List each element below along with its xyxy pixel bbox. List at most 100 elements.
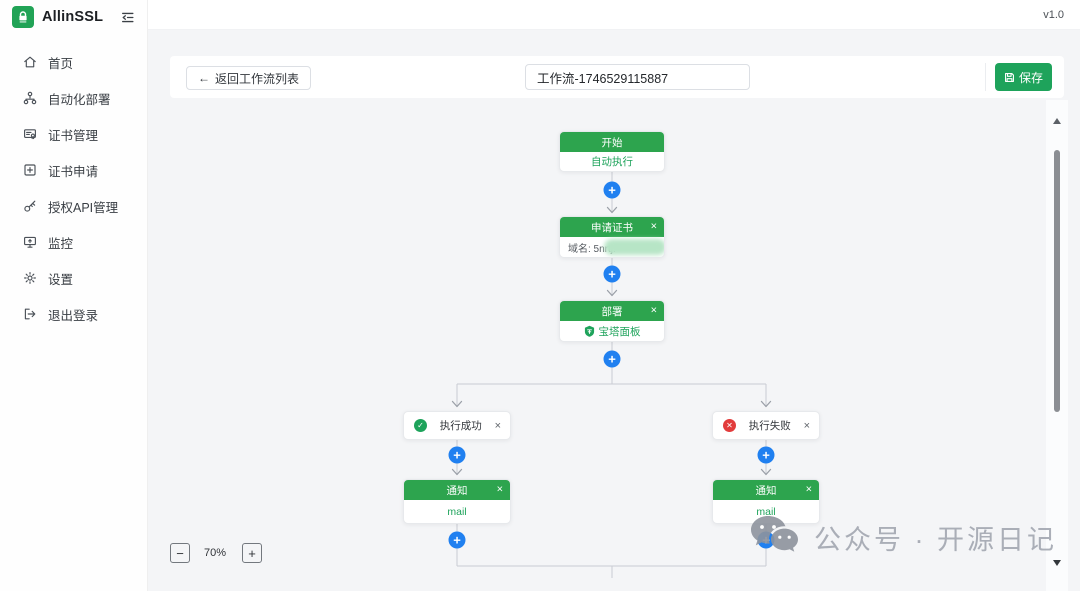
add-node-button[interactable]: + (603, 265, 621, 283)
node-title: 开始 (601, 136, 623, 149)
plus-icon: + (453, 447, 461, 463)
add-node-button[interactable]: + (448, 531, 466, 549)
sidebar-item-settings[interactable]: 设置 (0, 260, 147, 296)
version-label: v1.0 (1043, 8, 1064, 21)
remove-node-icon[interactable]: × (650, 220, 657, 233)
redacted-domain-blur (604, 239, 664, 255)
node-notify-success[interactable]: 通知 × mail (403, 479, 511, 524)
zoom-in-button[interactable]: + (242, 543, 262, 563)
zoom-level-label: 70% (204, 547, 227, 559)
home-icon (22, 55, 37, 70)
sidebar-item-api-auth[interactable]: 授权API管理 (0, 188, 147, 224)
toolbar-divider (985, 63, 986, 91)
fail-cross-icon: ✕ (723, 419, 736, 432)
sidebar: AllinSSL 首页 自动化部署 证书管理 (0, 0, 148, 591)
vertical-scrollbar (1046, 100, 1068, 591)
node-start[interactable]: 开始 自动执行 (559, 131, 665, 172)
scroll-down-arrow-icon[interactable] (1053, 560, 1061, 566)
add-node-button[interactable]: + (757, 531, 775, 549)
back-arrow-icon: ← (198, 71, 210, 85)
plus-icon: + (453, 532, 461, 548)
logout-icon (22, 307, 37, 322)
save-icon (1005, 72, 1014, 82)
node-deploy-header: 部署 × (560, 301, 664, 321)
sidebar-item-label: 监控 (48, 236, 74, 251)
domain-label: 域名: 5nrtj. (568, 243, 616, 255)
top-header: v1.0 (148, 0, 1080, 30)
sidebar-item-label: 首页 (48, 56, 74, 71)
scrollbar-thumb[interactable] (1054, 150, 1060, 412)
plus-square-icon (22, 163, 37, 178)
node-exec-fail[interactable]: ✕ 执行失败 × (712, 411, 820, 440)
connector-lines (451, 172, 772, 578)
scroll-up-arrow-icon[interactable] (1053, 118, 1061, 124)
back-button-label: 返回工作流列表 (215, 71, 300, 86)
sidebar-item-auto-deploy[interactable]: 自动化部署 (0, 80, 147, 116)
minus-icon: − (176, 545, 184, 561)
node-start-header: 开始 (560, 132, 664, 152)
add-node-button[interactable]: + (757, 446, 775, 464)
save-button-label: 保存 (1018, 70, 1043, 85)
node-apply-body: 域名: 5nrtj. (560, 237, 664, 257)
sidebar-item-home[interactable]: 首页 (0, 44, 147, 80)
sidebar-item-monitor[interactable]: 监控 (0, 224, 147, 260)
check-glyph: ✓ (417, 420, 424, 430)
sidebar-item-label: 授权API管理 (48, 200, 119, 215)
gear-icon (22, 271, 37, 286)
sidebar-item-logout[interactable]: 退出登录 (0, 296, 147, 332)
monitor-icon (22, 235, 37, 250)
remove-node-icon[interactable]: × (803, 419, 810, 432)
node-apply-header: 申请证书 × (560, 217, 664, 237)
plus-icon: + (762, 447, 770, 463)
remove-node-icon[interactable]: × (494, 419, 501, 432)
add-node-button[interactable]: + (603, 350, 621, 368)
allinssl-logo-icon (12, 6, 34, 28)
node-apply-certificate[interactable]: 申请证书 × 域名: 5nrtj. (559, 216, 665, 258)
success-check-icon: ✓ (414, 419, 427, 432)
sidebar-collapse-icon[interactable] (119, 9, 135, 25)
remove-node-icon[interactable]: × (496, 483, 503, 496)
plus-icon: + (248, 545, 256, 561)
node-notify-body: mail (756, 505, 776, 518)
node-exec-success[interactable]: ✓ 执行成功 × (403, 411, 511, 440)
node-notify-fail[interactable]: 通知 × mail (712, 479, 820, 524)
remove-node-icon[interactable]: × (650, 304, 657, 317)
node-deploy-body: 宝塔面板 (560, 321, 664, 341)
node-title: 申请证书 (591, 221, 633, 234)
back-to-workflow-list-button[interactable]: ← 返回工作流列表 (186, 66, 312, 90)
sidebar-item-label: 自动化部署 (48, 92, 111, 107)
remove-node-icon[interactable]: × (805, 483, 812, 496)
branch-label: 执行成功 (439, 420, 482, 432)
sidebar-item-label: 证书申请 (48, 164, 99, 179)
plus-icon: + (608, 182, 616, 198)
sidebar-item-cert-apply[interactable]: 证书申请 (0, 152, 147, 188)
node-title: 通知 (755, 484, 777, 497)
sidebar-item-label: 退出登录 (48, 308, 99, 323)
sidebar-item-cert-manage[interactable]: 证书管理 (0, 116, 147, 152)
app-title: AllinSSL (42, 9, 104, 25)
sidebar-item-label: 设置 (48, 272, 74, 287)
workflow-name-input[interactable] (525, 64, 750, 90)
save-button[interactable]: 保存 (995, 63, 1052, 91)
plus-icon: + (608, 266, 616, 282)
node-notify-header: 通知 × (404, 480, 510, 500)
plus-icon: + (608, 351, 616, 367)
node-title: 部署 (601, 305, 623, 318)
cross-glyph: ✕ (726, 420, 733, 430)
deploy-target-label: 宝塔面板 (598, 325, 641, 338)
key-icon (22, 199, 37, 214)
add-node-button[interactable]: + (448, 446, 466, 464)
node-title: 通知 (446, 484, 468, 497)
node-deploy[interactable]: 部署 × 宝塔面板 (559, 300, 665, 342)
plus-icon: + (762, 532, 770, 548)
add-node-button[interactable]: + (603, 181, 621, 199)
sidebar-item-label: 证书管理 (48, 128, 99, 143)
workflow-toolbar: ← 返回工作流列表 保存 (170, 56, 1064, 98)
node-notify-header: 通知 × (713, 480, 819, 500)
node-notify-body: mail (447, 505, 467, 518)
workflow-canvas: ← 返回工作流列表 保存 (148, 30, 1080, 591)
hierarchy-icon (22, 91, 37, 106)
zoom-out-button[interactable]: − (170, 543, 190, 563)
certificate-icon (22, 127, 37, 142)
logo-row: AllinSSL (0, 2, 147, 32)
